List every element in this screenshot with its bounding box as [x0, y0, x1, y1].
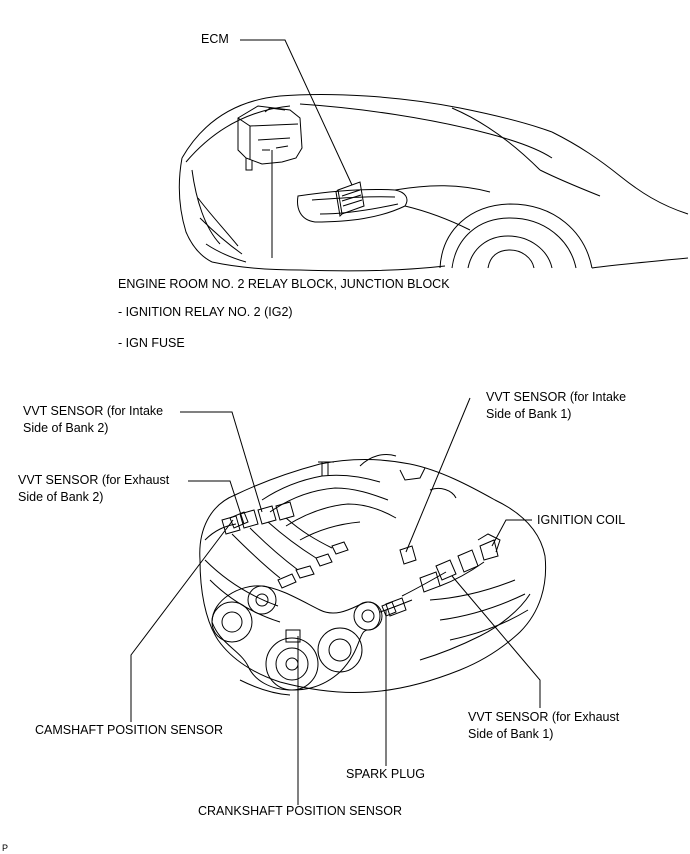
vvt-exhaust-bank1-line1: VVT SENSOR (for Exhaust: [468, 710, 620, 724]
vvt-intake-bank2-line2: Side of Bank 2): [23, 421, 109, 435]
ignition-relay-label: - IGNITION RELAY NO. 2 (IG2): [118, 305, 293, 319]
vvt-intake-bank1-label: VVT SENSOR (for Intake Side of Bank 1): [486, 389, 626, 423]
vvt-exhaust-bank1-label: VVT SENSOR (for Exhaust Side of Bank 1): [468, 709, 619, 743]
engine-drawing: [199, 453, 547, 696]
ign-fuse-label: - IGN FUSE: [118, 336, 185, 350]
vvt-exhaust-bank1-line2: Side of Bank 1): [468, 727, 554, 741]
camshaft-sensor-label: CAMSHAFT POSITION SENSOR: [35, 723, 223, 737]
spark-plug-label: SPARK PLUG: [346, 767, 425, 781]
car-front-drawing: [178, 94, 689, 272]
vvt-exhaust-bank2-line2: Side of Bank 2): [18, 490, 104, 504]
vvt-intake-bank2-label: VVT SENSOR (for Intake Side of Bank 2): [23, 403, 163, 437]
vvt-intake-bank1-line1: VVT SENSOR (for Intake: [486, 390, 627, 404]
vvt-intake-bank2-line1: VVT SENSOR (for Intake: [23, 404, 164, 418]
crankshaft-sensor-label: CRANKSHAFT POSITION SENSOR: [198, 804, 402, 818]
corner-mark: P: [2, 843, 9, 853]
ecm-label: ECM: [201, 32, 229, 46]
vvt-intake-bank1-line2: Side of Bank 1): [486, 407, 572, 421]
leader-lines: [130, 39, 541, 805]
vvt-exhaust-bank2-label: VVT SENSOR (for Exhaust Side of Bank 2): [18, 472, 169, 506]
vvt-exhaust-bank2-line1: VVT SENSOR (for Exhaust: [18, 473, 170, 487]
ignition-coil-label: IGNITION COIL: [537, 513, 626, 527]
relay-block-label: ENGINE ROOM NO. 2 RELAY BLOCK, JUNCTION …: [118, 277, 450, 291]
